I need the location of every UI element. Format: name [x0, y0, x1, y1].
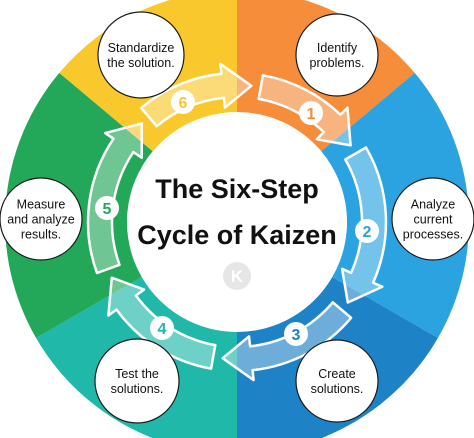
step-2-label-line-3: processes.	[403, 228, 463, 242]
cycle-arrow-5	[86, 122, 144, 275]
logo-circle	[223, 262, 251, 290]
step-number-1: 1	[307, 106, 316, 123]
step-2-label-line-2: current	[414, 213, 453, 227]
step-circle-6	[97, 11, 185, 99]
step-badge-2	[355, 219, 379, 243]
title-line-1: The Six-Step	[155, 174, 319, 204]
step-circle-3	[295, 339, 379, 423]
step-circle-1	[295, 13, 379, 97]
step-number-badges: 1 2 3 4 5 6	[95, 90, 379, 346]
step-badge-3	[284, 322, 308, 346]
step-2-label-line-1: Analyze	[411, 198, 456, 212]
diagram-title: The Six-Step Cycle of Kaizen	[137, 174, 337, 250]
step-number-5: 5	[103, 201, 112, 218]
step-circle-2	[391, 177, 474, 261]
step-number-6: 6	[179, 95, 188, 112]
step-5-label-line-3: results.	[21, 228, 61, 242]
step-badge-1	[299, 101, 323, 125]
step-6-label-line-1: Standardize	[108, 41, 175, 55]
step-3-label-line-1: Create	[318, 367, 356, 381]
step-3-label-line-2: solutions.	[311, 382, 364, 396]
step-circle-5	[0, 177, 83, 261]
step-badge-4	[150, 316, 174, 340]
step-badge-6	[171, 90, 195, 114]
step-number-3: 3	[292, 327, 301, 344]
step-number-4: 4	[158, 321, 167, 338]
step-1-label-line-2: problems.	[310, 56, 365, 70]
step-1-label-line-1: Identify	[317, 41, 358, 55]
step-badge-5	[95, 196, 119, 220]
step-number-2: 2	[363, 224, 372, 241]
logo-letter: K	[231, 267, 244, 286]
step-5-label-line-1: Measure	[17, 198, 66, 212]
step-4-label-line-1: Test the	[115, 367, 159, 381]
step-6-label-line-2: the solution.	[107, 56, 174, 70]
title-line-2: Cycle of Kaizen	[137, 220, 337, 250]
step-4-label-line-2: solutions.	[111, 382, 164, 396]
step-5-label-line-2: and analyze	[7, 213, 74, 227]
cycle-arrow-6	[139, 62, 253, 128]
center-logo: K	[223, 262, 251, 290]
step-circle-4	[94, 338, 180, 424]
